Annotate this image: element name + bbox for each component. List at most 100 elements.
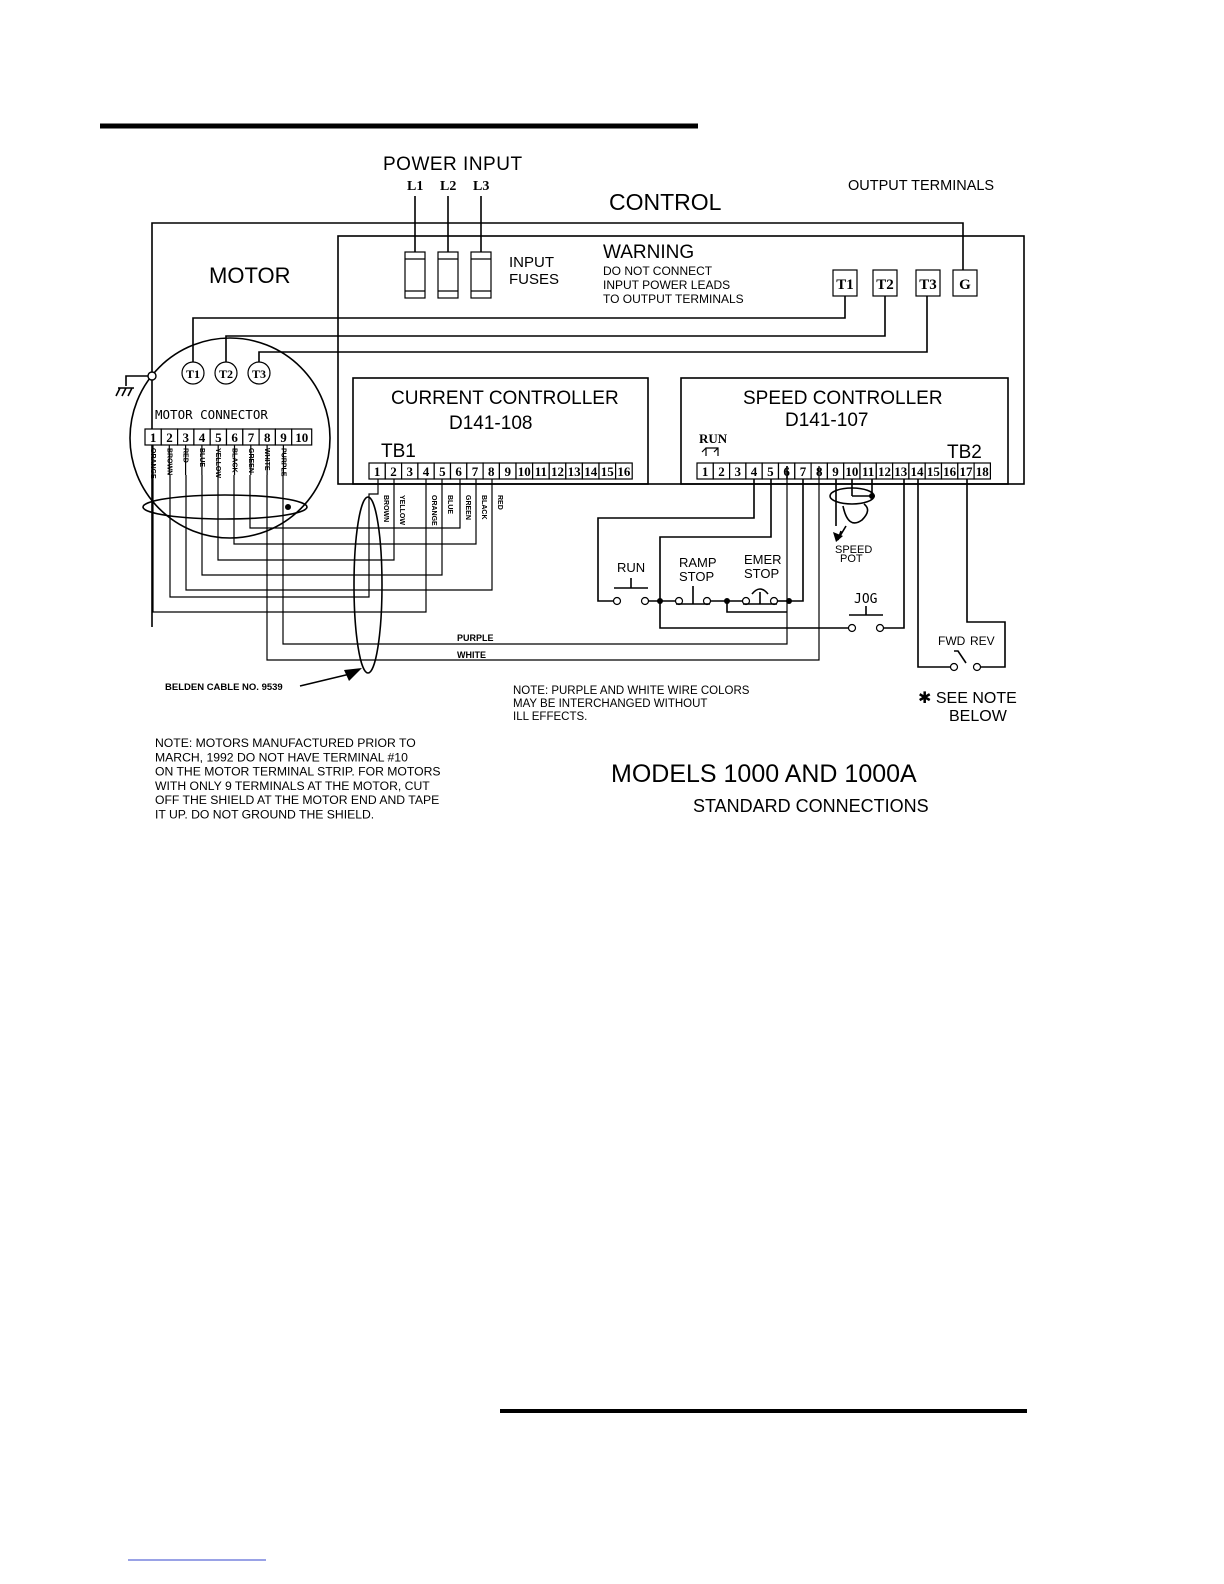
motor-terminal-label-3: T3 xyxy=(252,367,266,381)
output-terminal-g xyxy=(952,269,978,297)
run-switch-contact-left xyxy=(612,596,622,606)
tb2-terminal-label-2: 2 xyxy=(718,464,725,479)
tb1-wire-label-5: GREEN xyxy=(464,495,471,520)
warning-line-3: TO OUTPUT TERMINALS xyxy=(603,292,744,306)
speed-pot-label-1: SPEED xyxy=(835,544,872,556)
wire-tb2-17 xyxy=(966,479,1006,668)
output-terminal-label-3: T3 xyxy=(919,277,937,293)
note-motors-line-1: NOTE: MOTORS MANUFACTURED PRIOR TO xyxy=(155,736,416,750)
mc-wire-label-1: ORANGE xyxy=(149,448,156,479)
belden-cable-bundle xyxy=(353,496,383,674)
speed-controller-title: SPEED CONTROLLER xyxy=(743,388,943,409)
tb1-wire-label-1: BROWN xyxy=(382,495,389,522)
wire-t2 xyxy=(225,296,886,362)
harness-white xyxy=(266,466,820,661)
tb1-terminal-label-4: 4 xyxy=(423,464,430,479)
mc-wire-label-3: RED xyxy=(182,448,189,463)
tb1-terminal-label-11: 11 xyxy=(535,464,547,479)
warning-line-1: DO NOT CONNECT xyxy=(603,264,713,278)
jog-label: JOG xyxy=(854,592,878,607)
note-motors-line-6: IT UP. DO NOT GROUND THE SHIELD. xyxy=(155,808,374,822)
mc-wire-label-6: BLACK xyxy=(231,448,238,473)
warning-title: WARNING xyxy=(603,242,694,263)
mc-terminal-label-9: 9 xyxy=(280,430,287,445)
fwd-rev-contact-right xyxy=(972,662,982,672)
tb2-terminal-label-11: 11 xyxy=(862,464,874,479)
tb1-terminal-label-1: 1 xyxy=(374,464,381,479)
tb1-terminal-label-2: 2 xyxy=(390,464,397,479)
motor-circle xyxy=(129,337,331,539)
tb1-terminal-label-7: 7 xyxy=(472,464,479,479)
harness-yellow xyxy=(217,475,395,561)
tb1-wire-label-3: ORANGE xyxy=(430,495,437,526)
tb1-terminal-label-6: 6 xyxy=(455,464,462,479)
mc-terminal-label-10: 10 xyxy=(295,430,308,445)
wire-tb2-4 xyxy=(597,479,755,602)
wire-t3 xyxy=(258,296,928,362)
tb1-terminal-label-5: 5 xyxy=(439,464,446,479)
junction-dot-3 xyxy=(786,598,792,604)
output-terminal-t3 xyxy=(915,269,941,297)
ramp-stop-switch-icon xyxy=(676,586,710,605)
wire-jog-return xyxy=(726,601,787,613)
power-line-label-1: L1 xyxy=(407,179,423,194)
fwd-rev-switch-icon xyxy=(954,650,967,664)
power-line-label-2: L2 xyxy=(440,179,456,194)
wire-tb2-7 xyxy=(789,479,804,602)
tb2-terminal-label-1: 1 xyxy=(702,464,709,479)
run-jumper xyxy=(701,447,719,456)
tb1-terminal-16 xyxy=(614,462,633,480)
fuse-1 xyxy=(404,251,426,299)
tb2-label: TB2 xyxy=(947,442,982,463)
motor-connector-label: MOTOR CONNECTOR xyxy=(155,407,268,422)
tb2-terminal-label-17: 17 xyxy=(959,464,973,479)
harness-brown xyxy=(169,475,379,598)
fwd-label: FWD xyxy=(938,634,966,648)
speed-pot-label-2: POT xyxy=(840,553,863,565)
speed-pot-junction xyxy=(869,493,875,499)
tb1-terminal-label-9: 9 xyxy=(504,464,511,479)
mc-terminal-10 xyxy=(291,428,313,446)
input-fuses-label-1: INPUT xyxy=(509,254,554,271)
jog-switch-icon xyxy=(849,606,883,616)
wire-white-label: WHITE xyxy=(457,650,486,660)
run-jumper-label: RUN xyxy=(699,431,728,446)
mc-terminal-label-5: 5 xyxy=(215,430,222,445)
tb1-terminal-label-16: 16 xyxy=(617,464,631,479)
speed-controller-part: D141-107 xyxy=(785,410,868,431)
power-line-label-3: L3 xyxy=(473,179,489,194)
tb2-terminal-label-3: 3 xyxy=(735,464,742,479)
current-controller-title: CURRENT CONTROLLER xyxy=(391,388,619,409)
mc-terminal-label-4: 4 xyxy=(199,430,206,445)
speed-pot-arrow-icon xyxy=(833,532,843,542)
speed-controller-box xyxy=(680,377,1009,485)
tb1-terminal-label-3: 3 xyxy=(407,464,414,479)
motor-terminal-t3 xyxy=(247,361,271,385)
wire-tb2-5 xyxy=(659,479,772,601)
run-switch-icon xyxy=(614,578,648,589)
control-label: CONTROL xyxy=(609,189,722,215)
harness-purple xyxy=(282,466,788,645)
tb2-terminal-label-7: 7 xyxy=(800,464,807,479)
run-switch-contact-right xyxy=(640,596,650,606)
input-fuses-label-2: FUSES xyxy=(509,271,559,288)
jog-contact-right xyxy=(875,623,885,633)
tb1-wire-label-2: YELLOW xyxy=(398,495,405,525)
tb1-label: TB1 xyxy=(381,441,416,462)
ramp-stop-label-1: RAMP xyxy=(679,555,717,570)
tb1-terminal-label-14: 14 xyxy=(584,464,598,479)
tb2-terminal-label-13: 13 xyxy=(894,464,908,479)
ramp-stop-label-2: STOP xyxy=(679,569,714,584)
wire-tb2-14 xyxy=(917,479,951,668)
power-input-label: POWER INPUT xyxy=(383,154,523,175)
mc-wire-label-2: BROWN xyxy=(165,448,172,475)
wire-purple-label: PURPLE xyxy=(457,633,494,643)
mc-wire-label-7: GREEN xyxy=(247,448,254,473)
output-terminal-label-4: G xyxy=(959,277,971,293)
current-controller-part: D141-108 xyxy=(449,413,532,434)
tb1-terminal-label-8: 8 xyxy=(488,464,495,479)
harness-black xyxy=(233,475,477,545)
note-motors-line-4: WITH ONLY 9 TERMINALS AT THE MOTOR, CUT xyxy=(155,779,430,793)
emer-stop-switch-icon xyxy=(743,588,777,605)
output-terminal-label-1: T1 xyxy=(836,277,854,293)
